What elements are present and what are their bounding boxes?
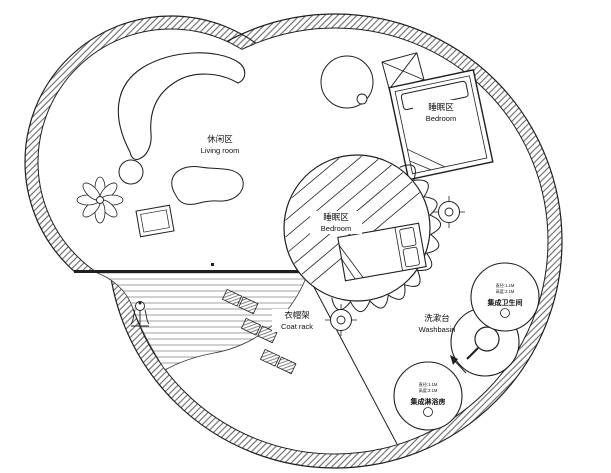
living-room-label-en: Living room — [201, 146, 240, 155]
shower-icon — [423, 407, 433, 417]
washbasin-label-en: Washbasin — [419, 325, 456, 334]
shower-pod-spec1: 直径:1.1M — [419, 381, 438, 387]
coffee-table — [171, 166, 244, 205]
washbasin-label-zh: 洗漱台 — [424, 313, 450, 323]
living-room-label: 休闲区 Living room — [201, 134, 240, 155]
bathroom-pod-name: 集成卫生间 — [487, 298, 523, 307]
pillow — [402, 246, 420, 268]
bathroom-pod-spec1: 直径:1.1M — [496, 282, 515, 288]
wall-end-dot — [211, 263, 214, 266]
living-room-label-zh: 休闲区 — [207, 134, 233, 144]
skylight-box — [381, 52, 425, 90]
bathroom-pod-circle — [470, 262, 540, 332]
bathroom-pod-spec2: 高度:2.1M — [496, 288, 515, 295]
coat-rack-unit — [259, 348, 297, 375]
big-wall-outline — [107, 13, 563, 469]
partition-line — [305, 271, 398, 445]
bed-center — [337, 222, 427, 282]
shower-pod-circle — [393, 361, 463, 431]
bedroom-center-label: 睡眠区 Bedroom — [310, 211, 362, 234]
bedroom-upper-label-zh: 睡眠区 — [428, 102, 454, 112]
shower-pod-spec2: 高度:2.1M — [419, 387, 438, 394]
bedroom-upper-label-en: Bedroom — [426, 114, 456, 123]
column-marker-right — [433, 196, 465, 228]
basin-symbol — [466, 326, 500, 360]
potted-plant — [76, 176, 124, 224]
coat-rack-label-en: Coat rack — [281, 322, 313, 331]
coat-rack-label: 衣帽架 Coat rack — [272, 309, 322, 332]
washbasin-label: 洗漱台 Washbasin — [419, 313, 456, 334]
entrance-figure — [130, 301, 150, 327]
direction-arrow — [450, 355, 467, 374]
column-marker-bottom — [325, 304, 357, 336]
bedroom-center-label-en: Bedroom — [321, 224, 351, 233]
curved-sofa — [117, 52, 246, 161]
bathroom-pod: 直径:1.1M 高度:2.1M 集成卫生间 — [470, 262, 540, 332]
toilet-icon — [500, 308, 510, 318]
coat-rack-unit — [221, 288, 259, 315]
round-table-stool — [356, 93, 368, 105]
bedroom-center-label-zh: 睡眠区 — [323, 212, 349, 222]
pillow — [399, 227, 417, 248]
shower-pod-name: 集成淋浴房 — [410, 397, 446, 406]
coat-rack-label-zh: 衣帽架 — [284, 310, 310, 320]
bedroom-upper-label: 睡眠区 Bedroom — [413, 100, 469, 125]
lounge-chair — [135, 204, 175, 238]
curtain-line — [331, 164, 442, 313]
shower-pod: 直径:1.1M 高度:2.1M 集成淋浴房 — [393, 361, 463, 431]
side-table — [118, 159, 144, 185]
small-wall-outline — [24, 15, 318, 273]
coat-rack-unit — [240, 317, 278, 344]
